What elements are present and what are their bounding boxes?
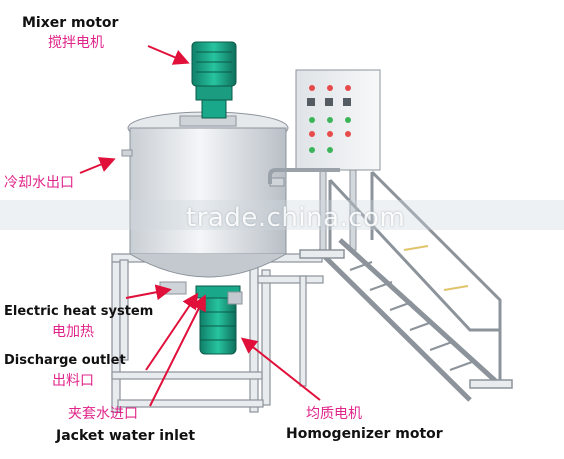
arrow-electric-heat [125,284,172,301]
watermark: trade.china.com [186,203,406,233]
homogenizer-motor [195,285,243,355]
arrow-homogenizer [240,337,321,401]
callout-arrows [79,45,321,407]
arrow-jacket-inlet [149,294,206,407]
discharge-outlet-label: Discharge outlet [4,353,126,368]
arrow-cooling-outlet [79,157,116,174]
arrow-discharge [145,292,199,371]
control-cabinet [295,69,381,251]
homogenizer-label-cn: 均质电机 [306,406,362,422]
mixer-motor [191,41,237,119]
staircase [299,170,513,402]
watermark-band [0,200,564,230]
electric-heat-label-cn: 电加热 [52,324,94,340]
jacket-inlet-label-cn: 夹套水进口 [68,406,138,422]
mixer-motor-label: Mixer motor [22,15,119,31]
jacket-inlet-label: Jacket water inlet [56,428,196,444]
mixing-tank [121,111,289,295]
homogenizer-label: Homogenizer motor [286,426,443,442]
electric-heat-label: Electric heat system [4,304,154,319]
arrow-mixer-motor [147,45,190,65]
piping [268,168,340,184]
mixer-motor-label-cn: 搅拌电机 [48,35,104,51]
discharge-outlet-label-cn: 出料口 [52,373,94,389]
cooling-outlet-label-cn: 冷却水出口 [4,175,74,191]
